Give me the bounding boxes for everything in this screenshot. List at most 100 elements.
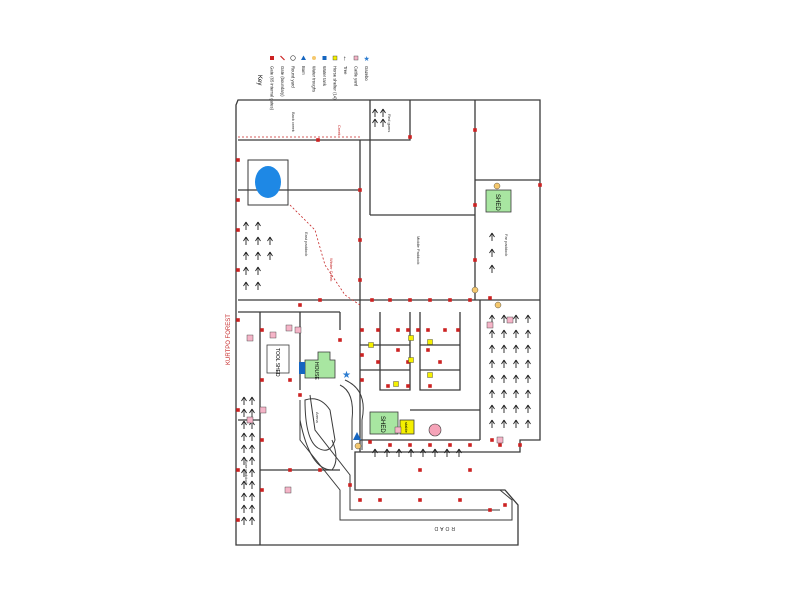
water-trough-icon <box>354 442 362 450</box>
dam <box>247 159 289 206</box>
gate-icon <box>456 328 460 332</box>
gate-icon <box>358 498 362 502</box>
road-label: ROAD <box>433 525 455 531</box>
tree-icon: ↑ <box>343 56 347 63</box>
tree-icon <box>249 456 255 465</box>
gate-icon <box>490 438 494 442</box>
tree-icon <box>513 344 519 353</box>
shed-bottom <box>369 411 399 435</box>
gate-icon <box>406 328 410 332</box>
key-item-label: Gate (boundary) <box>280 66 285 97</box>
trees <box>241 108 531 525</box>
middle-paddock-label: Middle Paddock <box>416 236 421 264</box>
gate-icon <box>236 518 240 522</box>
gate-icon <box>358 188 362 192</box>
shed-top-label: SHED <box>494 194 500 211</box>
tree-icon <box>501 359 507 368</box>
tree-icon <box>249 492 255 501</box>
gate-icon <box>388 298 392 302</box>
gate-icon <box>396 348 400 352</box>
gate-icon <box>348 483 352 487</box>
tree-icon <box>241 432 247 441</box>
tree-icon <box>489 264 495 273</box>
gate-icon <box>236 268 240 272</box>
back-creek-label: Back creek <box>291 112 296 132</box>
map-key: Key Gate (65 internal gates)Gate (bounda… <box>256 55 370 111</box>
tree-icon <box>241 504 247 513</box>
key-item-label: Tree <box>343 66 348 75</box>
gate-icon <box>448 443 452 447</box>
gazebo-icon: ★ <box>364 55 370 63</box>
svg-text:↑: ↑ <box>343 56 347 63</box>
tree-icon <box>489 419 495 428</box>
gate-icon <box>473 203 477 207</box>
gate-icon <box>358 238 362 242</box>
shed-top <box>485 189 512 213</box>
key-item-label: Horse shelter (14) <box>333 66 338 100</box>
tree-icon <box>241 468 247 477</box>
tree-icon <box>241 516 247 525</box>
tree-icon <box>243 251 249 260</box>
gate-icon <box>488 296 492 300</box>
tree-icon <box>513 389 519 398</box>
key-item-label: Round yard <box>291 66 296 88</box>
driveway <box>299 379 513 521</box>
tree-icon <box>501 374 507 383</box>
horse-shelters <box>246 316 514 494</box>
tree-icon <box>243 281 249 290</box>
tree-icon <box>489 314 495 323</box>
gate-icon <box>378 498 382 502</box>
gate-icon <box>316 138 320 142</box>
gate-icon <box>388 443 392 447</box>
paddock-lines <box>238 100 540 545</box>
tree-icon <box>489 248 495 257</box>
stable-label: stable <box>404 422 409 433</box>
gate-icon <box>418 468 422 472</box>
house <box>304 351 336 379</box>
key-items: Gate (65 internal gates) Gate (boundary) R… <box>270 55 370 111</box>
gate-icon <box>406 384 410 388</box>
tree-icon <box>525 404 531 413</box>
gate-icon <box>360 378 364 382</box>
water-tank-icon <box>322 56 327 60</box>
gate-icon <box>370 298 374 302</box>
forest-label: KURTPO FOREST <box>226 314 232 365</box>
tree-icon <box>267 236 273 245</box>
gate-icon <box>288 468 292 472</box>
creek-label: Creek <box>337 125 342 136</box>
gate-icon <box>368 440 372 444</box>
tree-icon <box>241 492 247 501</box>
tree-icon <box>380 108 386 117</box>
gate-icon <box>260 328 264 332</box>
tree-icon <box>243 236 249 245</box>
east-paddock-label: East paddock <box>304 232 309 256</box>
tree-icon <box>249 504 255 513</box>
barn-icon <box>301 55 306 60</box>
tree-icon <box>380 118 386 127</box>
gate-icon <box>468 468 472 472</box>
tree-icon <box>525 359 531 368</box>
horse-shelter-icon <box>408 357 414 363</box>
gate-icon <box>288 378 292 382</box>
key-item-label: Gate (65 internal gates) <box>270 66 275 111</box>
key-item-label: Gazebo <box>364 66 369 81</box>
buildings: ★ <box>266 189 512 440</box>
gate-icon <box>448 298 452 302</box>
gate-icon <box>396 328 400 332</box>
tree-icon <box>267 251 273 260</box>
tree-icon <box>255 281 261 290</box>
svg-text:★: ★ <box>364 55 370 63</box>
horse-shelter-icon <box>496 436 504 444</box>
tree-icon <box>501 344 507 353</box>
horse-shelter-icon <box>486 321 494 329</box>
gate-icon <box>458 498 462 502</box>
gate-icon <box>428 443 432 447</box>
tree-icon <box>432 448 438 457</box>
tree-icon <box>243 221 249 230</box>
barn-icon <box>353 432 361 440</box>
cattle-yard-icon <box>353 55 359 61</box>
horse-shelter-icon <box>427 372 433 378</box>
water-tank <box>299 362 305 374</box>
tree-icon <box>408 448 414 457</box>
